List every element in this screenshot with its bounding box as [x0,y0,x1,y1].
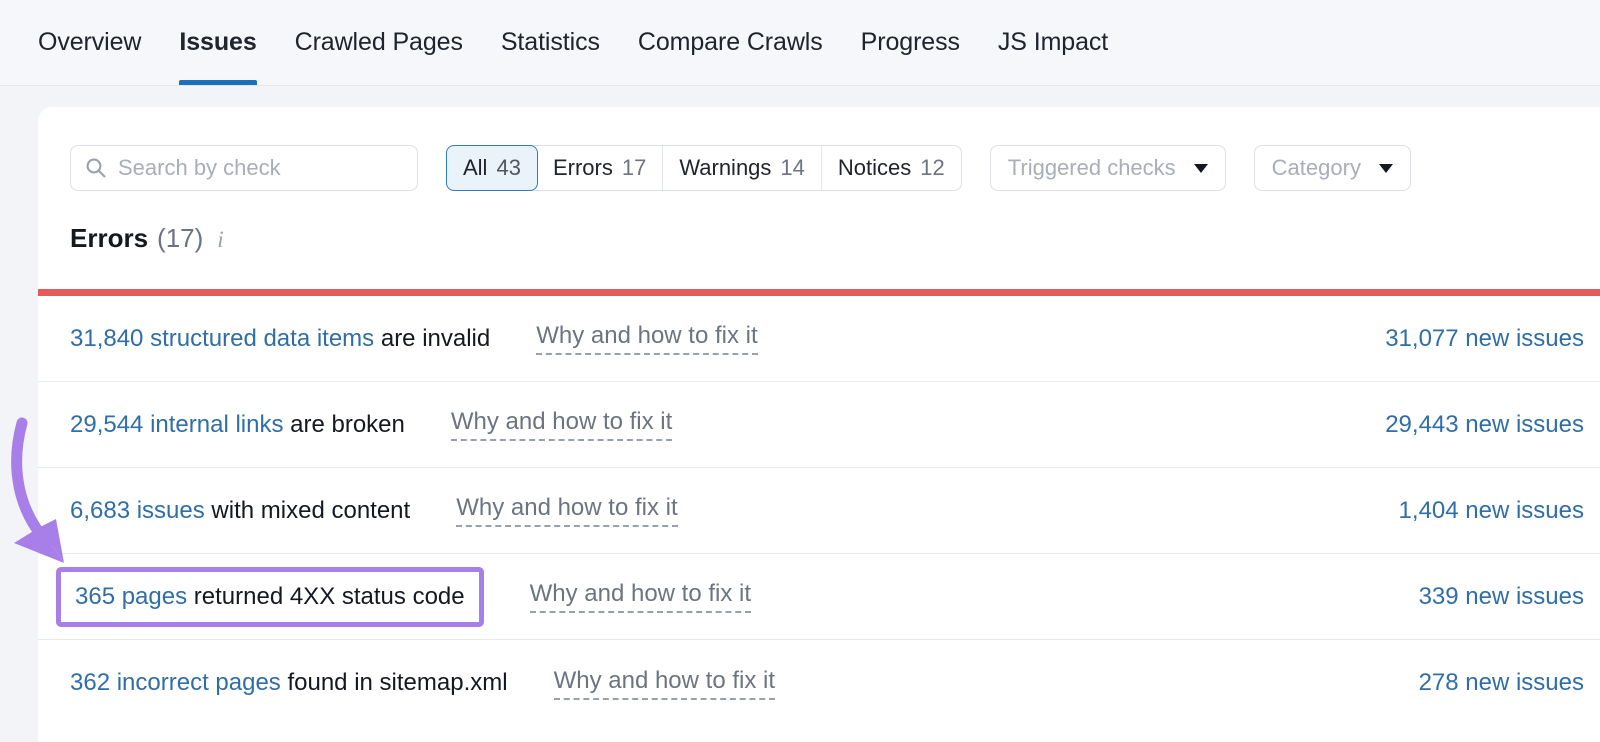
tab-label: Compare Crawls [637,27,823,56]
tab-compare-crawls[interactable]: Compare Crawls [619,0,842,85]
tab-label: Issues [179,27,257,56]
why-and-how-to-fix-it-link[interactable]: Why and how to fix it [456,494,678,527]
filter-bar: All 43 Errors 17 Warnings 14 Notices 12 … [70,145,1411,191]
tab-label: Progress [860,27,960,56]
tab-label: Crawled Pages [294,27,463,56]
issue-title: 362 incorrect pages found in sitemap.xml [70,669,508,697]
tab-crawled-pages[interactable]: Crawled Pages [276,0,482,85]
issue-rest: are invalid [374,324,491,352]
new-issues-count[interactable]: 339 new issues [1418,582,1584,610]
table-row[interactable]: 6,683 issues with mixed content Why and … [38,468,1600,554]
errors-severity-bar [38,289,1600,296]
chevron-down-icon [1193,163,1208,173]
segment-count: 14 [780,155,805,180]
issue-link[interactable]: 365 pages [75,582,188,610]
category-dropdown[interactable]: Category [1253,145,1411,191]
tab-progress[interactable]: Progress [842,0,979,85]
section-title: Errors [70,223,149,253]
segment-label: Errors [552,155,613,180]
tab-label: Overview [38,27,142,56]
new-issues-count[interactable]: 278 new issues [1418,669,1584,696]
issue-link[interactable]: 6,683 issues [70,496,205,524]
severity-segmented-control: All 43 Errors 17 Warnings 14 Notices 12 [446,145,962,191]
search-input[interactable] [118,155,403,181]
new-issues-count[interactable]: 1,404 new issues [1398,496,1584,524]
issue-list: 31,840 structured data items are invalid… [38,296,1600,726]
tab-statistics[interactable]: Statistics [482,0,619,85]
segment-all[interactable]: All 43 [446,145,538,191]
errors-section-heading: Errors (17) i [70,223,224,254]
issue-title: 29,544 internal links are broken [70,411,405,439]
issue-title: 365 pages returned 4XX status code [75,583,465,611]
search-icon [85,157,107,179]
table-row[interactable]: 362 incorrect pages found in sitemap.xml… [38,640,1600,726]
issue-link[interactable]: 31,840 structured data items [70,324,375,352]
segment-notices[interactable]: Notices 12 [822,146,961,190]
dropdown-label: Triggered checks [1007,155,1176,180]
info-icon[interactable]: i [217,227,224,252]
segment-count: 43 [496,155,521,180]
why-and-how-to-fix-it-link[interactable]: Why and how to fix it [553,667,776,700]
tab-issues[interactable]: Issues [160,0,275,85]
issue-title: 31,840 structured data items are invalid [70,325,490,353]
new-issues-count[interactable]: 29,443 new issues [1385,410,1584,438]
tab-list: Overview Issues Crawled Pages Statistics… [38,0,1127,85]
table-row[interactable]: 29,544 internal links are broken Why and… [38,382,1600,468]
segment-count: 12 [920,155,945,180]
new-issues-count[interactable]: 31,077 new issues [1385,324,1584,352]
chevron-down-icon [1378,163,1393,173]
segment-count: 17 [621,155,647,180]
issues-card: All 43 Errors 17 Warnings 14 Notices 12 … [38,107,1600,742]
issue-rest: found in sitemap.xml [280,669,508,696]
why-and-how-to-fix-it-link[interactable]: Why and how to fix it [529,580,752,613]
section-count: (17) [157,223,204,253]
table-row[interactable]: 365 pages returned 4XX status code Why a… [38,554,1600,640]
issue-link[interactable]: 362 incorrect pages [70,669,281,696]
segment-errors[interactable]: Errors 17 [537,146,664,190]
main-tab-bar: Overview Issues Crawled Pages Statistics… [0,0,1600,86]
segment-label: Notices [837,155,912,180]
segment-label: Warnings [679,155,772,180]
issue-title: 6,683 issues with mixed content [70,497,410,525]
table-row[interactable]: 31,840 structured data items are invalid… [38,296,1600,382]
issue-link[interactable]: 29,544 internal links [70,410,284,438]
why-and-how-to-fix-it-link[interactable]: Why and how to fix it [450,408,673,441]
tab-overview[interactable]: Overview [38,0,160,85]
triggered-checks-dropdown[interactable]: Triggered checks [989,145,1226,191]
issue-rest: returned 4XX status code [187,582,465,610]
highlight-box: 365 pages returned 4XX status code [56,566,484,627]
segment-warnings[interactable]: Warnings 14 [663,146,822,190]
search-box[interactable] [70,145,418,191]
why-and-how-to-fix-it-link[interactable]: Why and how to fix it [536,322,758,355]
dropdown-label: Category [1271,155,1361,180]
segment-label: All [463,155,488,180]
tab-label: JS Impact [997,27,1109,56]
tab-js-impact[interactable]: JS Impact [979,0,1127,85]
tab-label: Statistics [500,27,600,56]
issue-rest: are broken [283,410,405,438]
issue-rest: with mixed content [204,496,411,524]
